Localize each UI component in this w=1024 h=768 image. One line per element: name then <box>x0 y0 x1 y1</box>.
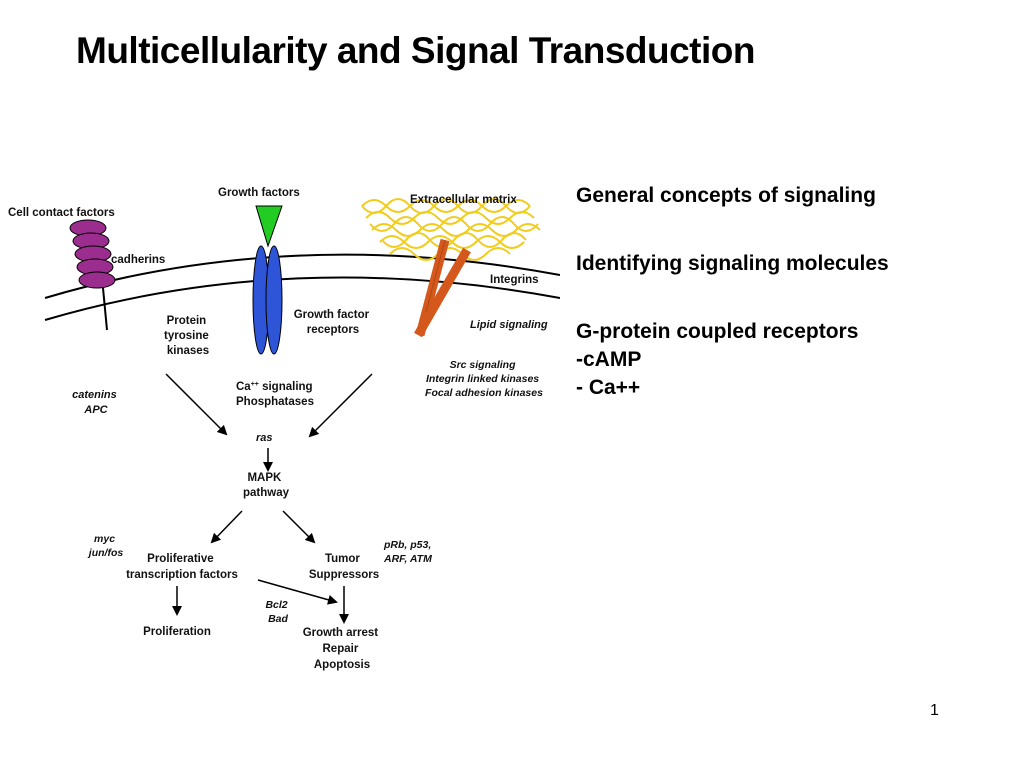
label-growth-arrest-repair-apoptosis: Growth arrest Repair Apoptosis <box>303 627 382 671</box>
topic-general-concepts: General concepts of signaling <box>576 184 876 207</box>
label-extracellular-matrix: Extracellular matrix <box>410 194 517 206</box>
slide-title: Multicellularity and Signal Transduction <box>76 30 756 71</box>
label-phosphatases: Phosphatases <box>236 396 314 408</box>
topic-gpcr: G-protein coupled receptors <box>576 320 859 343</box>
label-proliferative-transcription-factors: Proliferative transcription factors <box>126 553 238 581</box>
label-myc-junfos: myc jun/fos <box>87 533 124 559</box>
topic-identifying-molecules: Identifying signaling molecules <box>576 252 889 275</box>
topic-list: General concepts of signaling Identifyin… <box>576 182 889 402</box>
label-bcl2-bad: Bcl2 Bad <box>265 599 290 625</box>
label-tumor-suppressors: Tumor Suppressors <box>309 553 379 581</box>
page-number: 1 <box>930 702 939 719</box>
arrow-mapk-to-proliferative <box>210 510 243 544</box>
label-growth-factors: Growth factors <box>218 187 300 199</box>
label-ca-signaling: Ca++ signaling <box>236 381 313 393</box>
signal-transduction-diagram: Cell contact factors cadherins Growth fa… <box>8 187 560 671</box>
label-cadherins: cadherins <box>111 254 165 266</box>
arrow-ptk-to-ras <box>165 373 228 436</box>
growth-factor-icon <box>255 205 283 248</box>
arrow-integrin-to-ras <box>308 373 373 438</box>
label-src-signaling: Src signaling Integrin linked kinases Fo… <box>425 359 543 399</box>
label-catenins-apc: catenins APC <box>72 389 120 416</box>
label-protein-tyrosine-kinases: Protein tyrosine kinases <box>164 315 212 357</box>
extracellular-matrix-icon <box>361 198 541 261</box>
cadherin-icon <box>69 219 116 331</box>
growth-factor-receptor-icon <box>252 245 283 355</box>
topic-ca: - Ca++ <box>576 374 889 402</box>
label-integrins: Integrins <box>490 274 539 286</box>
topic-camp: -cAMP <box>576 348 642 371</box>
label-mapk-pathway: MAPK pathway <box>243 472 290 499</box>
topic-ca-text: Ca++ <box>588 376 641 399</box>
label-lipid-signaling: Lipid signaling <box>470 319 548 331</box>
label-proliferation: Proliferation <box>143 626 211 638</box>
label-ras: ras <box>256 432 273 444</box>
topic-ca-dash: - <box>576 376 589 399</box>
label-growth-factor-receptors: Growth factor receptors <box>294 309 373 336</box>
arrow-proliferative-to-growth-arrest <box>257 579 338 605</box>
membrane-inner <box>44 276 560 321</box>
label-cell-contact-factors: Cell contact factors <box>8 207 115 219</box>
integrin-icon <box>414 238 471 338</box>
label-prb-p53: pRb, p53, ARF, ATM <box>383 539 434 565</box>
arrow-mapk-to-tumor <box>282 510 316 544</box>
